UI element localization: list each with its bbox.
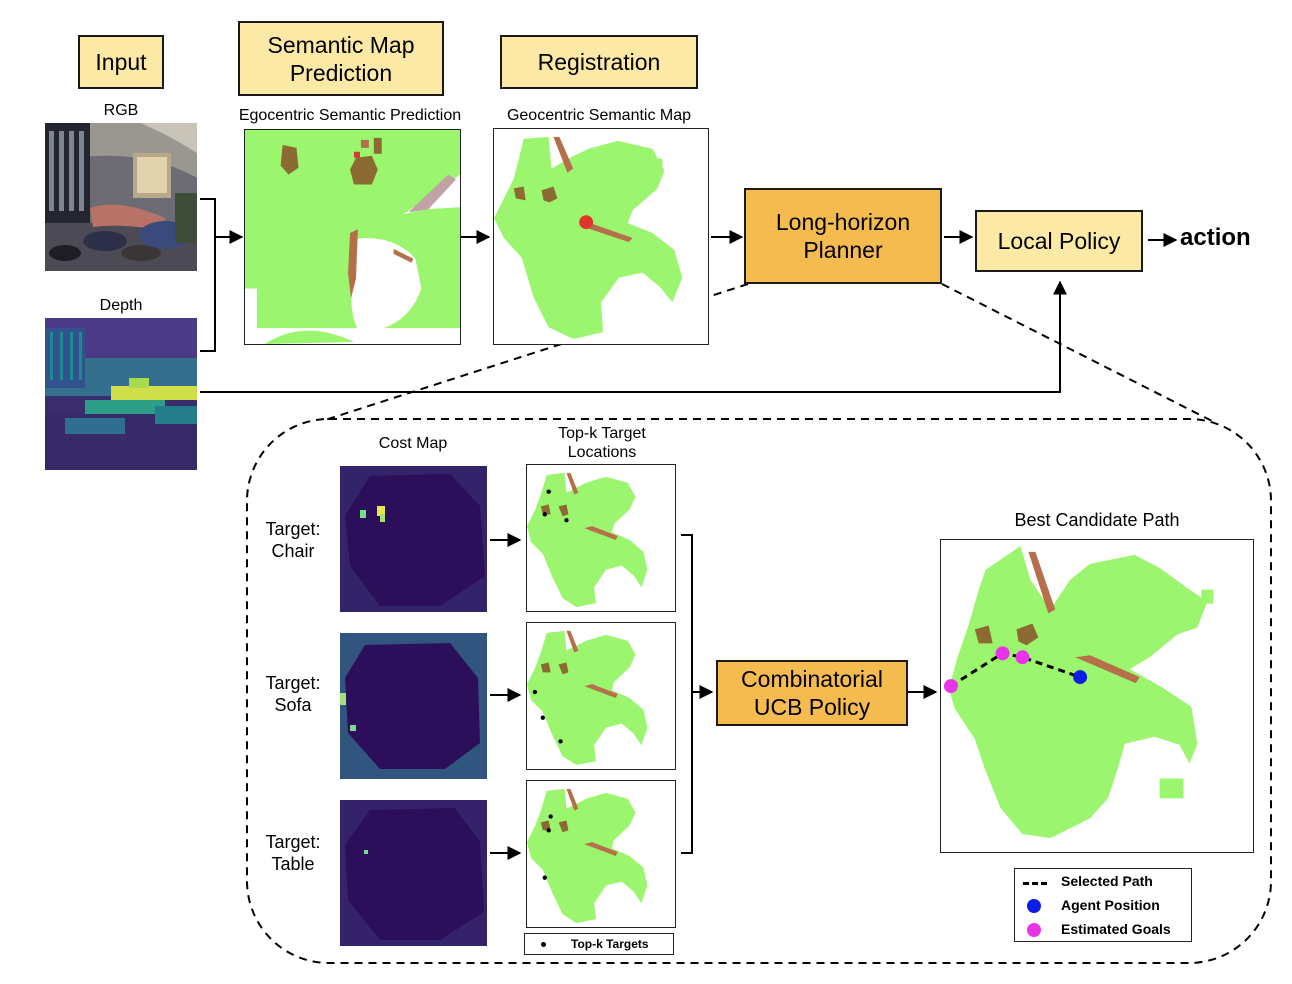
best-candidate-path-label: Best Candidate Path: [1014, 510, 1180, 530]
topk-map-sofa: [526, 622, 676, 770]
legend-selected-path-label: Selected Path: [1061, 873, 1153, 889]
target-table-label: Target: Table: [265, 832, 321, 874]
cost-map-table: [340, 800, 487, 946]
local-policy-label: Local Policy: [997, 228, 1121, 254]
semantic-map-prediction-label: Semantic Map Prediction: [267, 31, 415, 86]
zoom-line-right: [941, 283, 1213, 422]
rgb-image: [45, 123, 197, 271]
rgb-label: RGB: [103, 102, 139, 119]
input-box: Input: [78, 35, 164, 89]
arrow-depth-to-local: [200, 280, 1067, 393]
best-candidate-path-map: [940, 539, 1254, 853]
dashed-line-icon: [1023, 882, 1047, 885]
cost-map-chair: [340, 466, 487, 612]
registration-label: Registration: [537, 49, 661, 75]
action-label: action: [1180, 224, 1251, 251]
registration-box: Registration: [500, 35, 698, 89]
planner-detail-region: [246, 418, 1272, 964]
topk-locations-label: Top-k Target Locations: [558, 425, 646, 461]
topk-map-table: [526, 780, 676, 928]
egocentric-label: Egocentric Semantic Prediction: [238, 107, 462, 124]
blue-dot-icon: [1027, 899, 1041, 913]
topk-legend: Top-k Targets: [524, 933, 674, 955]
combinatorial-ucb-box: Combinatorial UCB Policy: [716, 660, 908, 726]
geocentric-label: Geocentric Semantic Map: [506, 107, 692, 124]
topk-bracket: [681, 534, 693, 854]
topk-map-chair: [526, 464, 676, 612]
topk-legend-label: Top-k Targets: [571, 937, 649, 951]
geocentric-semantic-map: [493, 128, 709, 345]
long-horizon-planner-box: Long-horizon Planner: [744, 188, 942, 284]
legend-agent-position-label: Agent Position: [1061, 897, 1160, 913]
depth-image: [45, 318, 197, 470]
input-bracket: [200, 198, 216, 352]
depth-label: Depth: [99, 297, 143, 314]
combinatorial-ucb-label: Combinatorial UCB Policy: [741, 666, 883, 720]
cost-map-label: Cost Map: [378, 435, 448, 452]
input-label: Input: [95, 49, 147, 75]
path-legend: Selected Path Agent Position Estimated G…: [1014, 868, 1192, 942]
dot-icon: [541, 942, 546, 947]
egocentric-semantic-map: [244, 129, 461, 345]
target-sofa-label: Target: Sofa: [265, 673, 321, 715]
legend-estimated-goals-label: Estimated Goals: [1061, 921, 1171, 937]
local-policy-box: Local Policy: [975, 210, 1143, 272]
target-chair-label: Target: Chair: [265, 519, 321, 561]
magenta-dot-icon: [1027, 923, 1041, 937]
cost-map-sofa: [340, 633, 487, 779]
semantic-map-prediction-box: Semantic Map Prediction: [238, 21, 444, 96]
long-horizon-planner-label: Long-horizon Planner: [775, 209, 911, 263]
